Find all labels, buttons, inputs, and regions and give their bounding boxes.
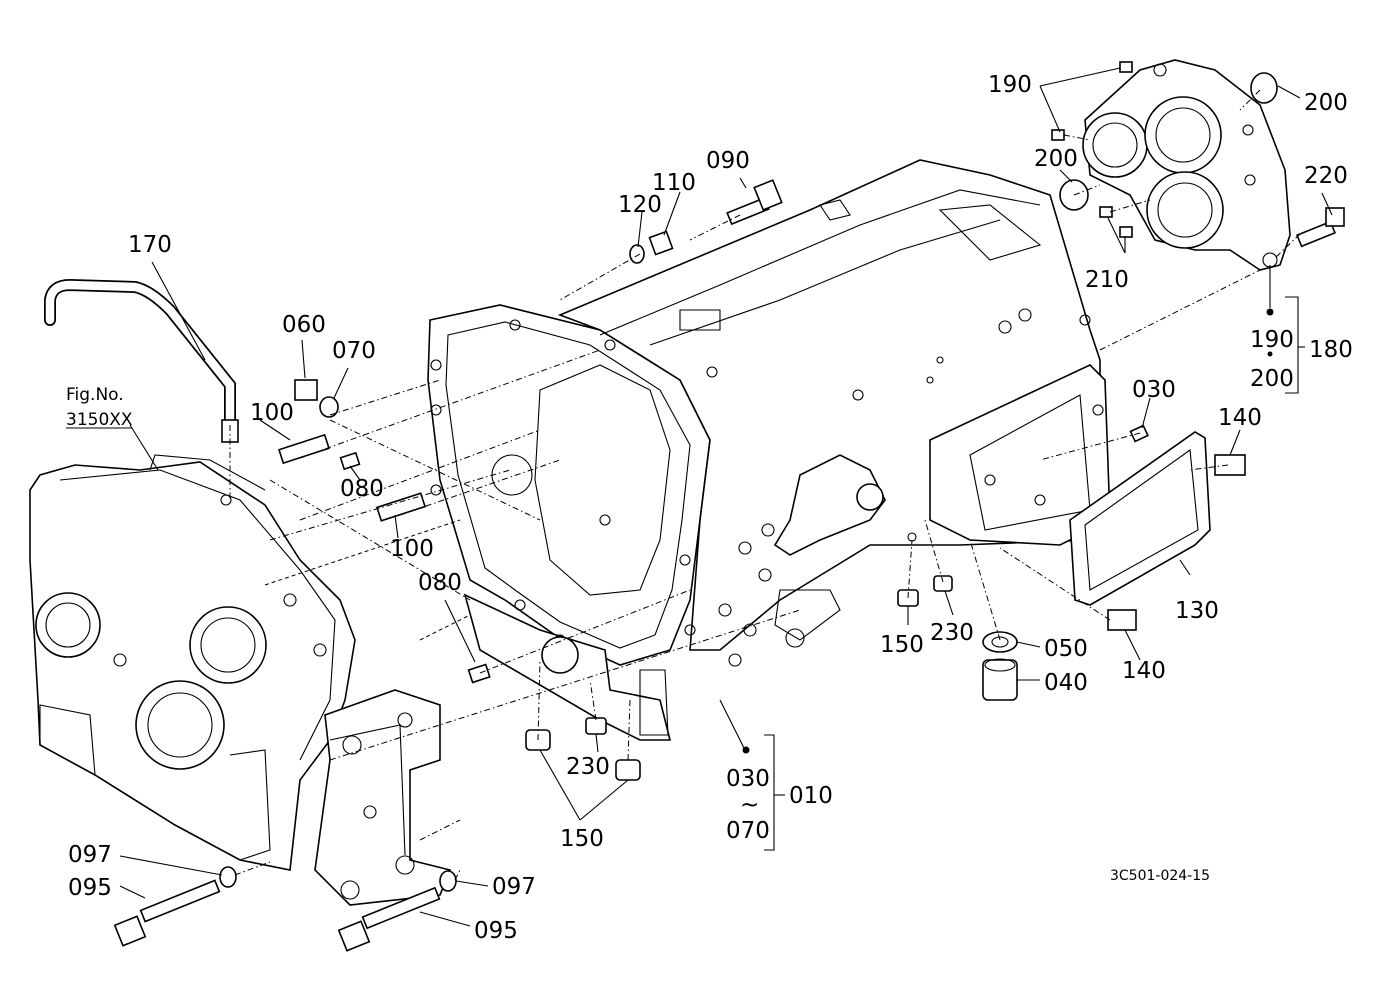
bolt-220[interactable] (1296, 207, 1345, 248)
transmission-case[interactable] (427, 159, 1111, 741)
label-150-right: 150 (880, 632, 924, 658)
plug-040[interactable] (982, 658, 1018, 701)
label-070-group: 070 (726, 818, 770, 844)
part-labels: 190 200 200 220 210 190 200 180 170 090 … (68, 72, 1353, 944)
assembly-lines (229, 89, 1301, 881)
label-200-top: 200 (1304, 90, 1348, 116)
label-190-top: 190 (988, 72, 1032, 98)
label-040: 040 (1044, 670, 1088, 696)
fig-no-label: Fig.No. (66, 385, 124, 405)
label-170: 170 (128, 232, 172, 258)
label-010: 010 (789, 783, 833, 809)
label-230-right: 230 (930, 620, 974, 646)
seal-050[interactable] (982, 631, 1018, 653)
label-100-lower: 100 (390, 536, 434, 562)
label-095-right: 095 (474, 918, 518, 944)
fig-no-value: 3150XX (66, 410, 133, 430)
label-120: 120 (618, 192, 662, 218)
label-230-lower: 230 (566, 754, 610, 780)
nut-110[interactable] (648, 230, 674, 256)
plug-060[interactable] (294, 379, 318, 401)
label-030-group: 030 (726, 766, 770, 792)
label-150-lower: 150 (560, 826, 604, 852)
pins-210[interactable] (1099, 206, 1133, 238)
rear-bearing-cover[interactable] (1082, 59, 1291, 271)
washer-070[interactable] (319, 396, 339, 418)
label-097-right: 097 (492, 874, 536, 900)
label-200-group: 200 (1250, 366, 1294, 392)
drawing-code: 3C501-024-15 (1110, 868, 1210, 884)
label-140-upper: 140 (1218, 405, 1262, 431)
label-030-top: 030 (1132, 377, 1176, 403)
washer-097-right[interactable] (439, 870, 457, 892)
stud-100-upper[interactable] (278, 433, 330, 465)
bolt-090[interactable] (726, 179, 783, 226)
label-210: 210 (1085, 267, 1129, 293)
label-100-upper: 100 (250, 400, 294, 426)
side-cover[interactable] (1069, 431, 1211, 606)
label-220: 220 (1304, 163, 1348, 189)
bolt-140-upper[interactable] (1214, 454, 1246, 476)
bolt-140-lower[interactable] (1107, 609, 1137, 631)
figure-reference: Fig.No. 3150XX (66, 385, 133, 430)
pin-080-lower[interactable] (467, 663, 491, 684)
front-gear-case[interactable] (29, 454, 356, 871)
washer-120[interactable] (629, 244, 645, 264)
plug-230-right[interactable] (933, 575, 953, 592)
label-080-lower: 080 (418, 570, 462, 596)
label-200-mid: 200 (1034, 146, 1078, 172)
label-060: 060 (282, 312, 326, 338)
lower-mount-bracket[interactable] (314, 689, 452, 906)
label-050: 050 (1044, 636, 1088, 662)
washer-097-left[interactable] (219, 866, 237, 888)
label-190-group: 190 (1250, 327, 1294, 353)
plug-150-mid[interactable] (615, 759, 641, 781)
pin-080-upper[interactable] (339, 451, 361, 471)
label-tilde: ~ (740, 792, 759, 818)
seal-200-upper[interactable] (1250, 72, 1278, 104)
plug-230-lower[interactable] (585, 717, 607, 735)
label-140-lower: 140 (1122, 658, 1166, 684)
label-110: 110 (652, 170, 696, 196)
label-080-upper: 080 (340, 476, 384, 502)
label-090: 090 (706, 148, 750, 174)
breather-tube[interactable] (44, 278, 239, 443)
label-097-left: 097 (68, 842, 112, 868)
label-070-top: 070 (332, 338, 376, 364)
bolt-095-left[interactable] (113, 879, 221, 947)
label-130: 130 (1175, 598, 1219, 624)
bolt-095-right[interactable] (337, 886, 441, 952)
label-095-left: 095 (68, 875, 112, 901)
leader-lines (119, 67, 1333, 927)
label-180: 180 (1309, 337, 1353, 363)
